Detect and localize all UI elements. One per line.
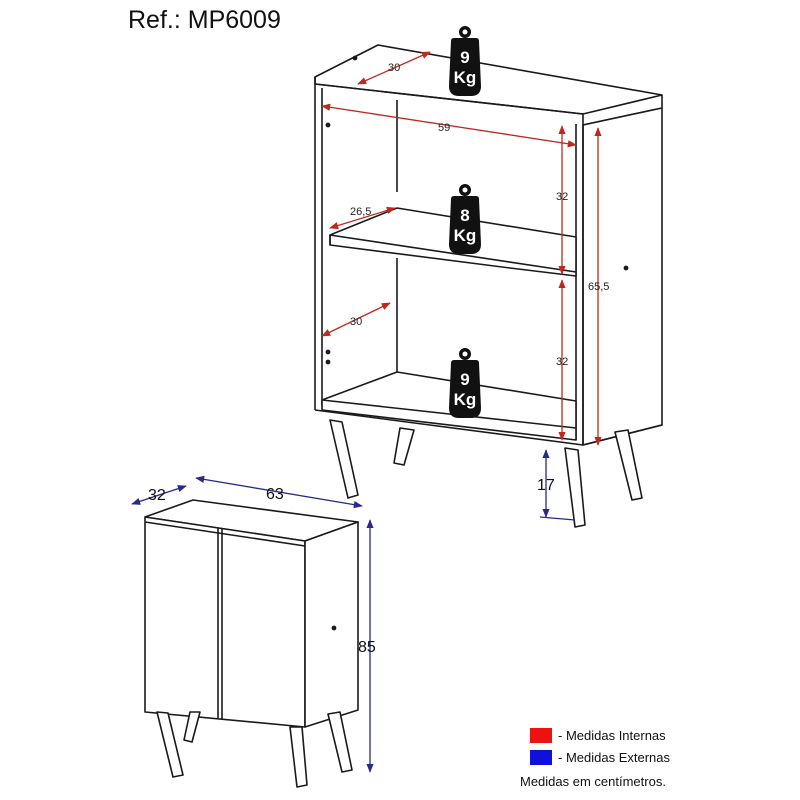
dim-shelf-depth-top: 30 — [388, 62, 400, 74]
weight-top-unit: Kg — [454, 68, 477, 87]
legend-note: Medidas em centímetros. — [520, 774, 666, 789]
dim-inner-height-upper: 32 — [556, 191, 568, 203]
weight-top-value: 9 — [460, 48, 469, 67]
weight-bottom-unit: Kg — [454, 390, 477, 409]
legend-external: - Medidas Externas — [530, 746, 790, 768]
closed-cabinet-front — [144, 516, 306, 728]
closed-leg-back-left — [183, 711, 201, 743]
open-cabinet-drawing — [314, 44, 663, 528]
closed-leg-back-right — [327, 711, 353, 773]
legend: - Medidas Internas - Medidas Externas Me… — [520, 724, 790, 789]
leg-back-right — [614, 429, 643, 501]
leg-back-left — [393, 427, 415, 466]
closed-leg-front-right — [289, 726, 308, 788]
dim-outer-depth: 32 — [148, 487, 166, 504]
closed-cabinet-drawing — [144, 499, 359, 788]
dim-body-height: 65,5 — [588, 281, 609, 293]
legend-internal-swatch — [530, 727, 552, 743]
closed-leg-front-left — [156, 711, 184, 778]
dim-shelf-depth-mid: 26,5 — [350, 206, 371, 218]
weight-tag-middle: 8 Kg — [449, 184, 481, 254]
dim-shelf-depth-bottom: 30 — [350, 316, 362, 328]
legend-internal-label: - Medidas Internas — [558, 727, 666, 743]
closed-cabinet-side — [304, 521, 359, 728]
internal-dimensions — [321, 51, 602, 446]
dim-leg-height: 17 — [537, 477, 555, 494]
leg-height-dimension — [539, 449, 576, 521]
weight-bottom-value: 9 — [460, 370, 469, 389]
dim-inner-width: 59 — [438, 122, 450, 134]
leg-front-left — [329, 419, 359, 499]
dim-inner-height-lower: 32 — [556, 356, 568, 368]
weight-tag-bottom: 9 Kg — [449, 348, 481, 418]
leg-front-right — [564, 447, 586, 528]
dim-outer-width: 63 — [266, 486, 284, 503]
external-dimensions — [131, 475, 374, 773]
weight-tag-top: 9 Kg — [449, 26, 481, 96]
weight-middle-value: 8 — [460, 206, 469, 225]
cabinet-base — [321, 371, 577, 441]
dim-outer-height: 85 — [358, 639, 376, 656]
legend-internal: - Medidas Internas — [530, 724, 790, 746]
legend-external-swatch — [530, 749, 552, 765]
cabinet-right-side — [582, 107, 663, 446]
reference-title: Ref.: MP6009 — [128, 6, 281, 34]
legend-external-label: - Medidas Externas — [558, 749, 670, 765]
weight-middle-unit: Kg — [454, 226, 477, 245]
